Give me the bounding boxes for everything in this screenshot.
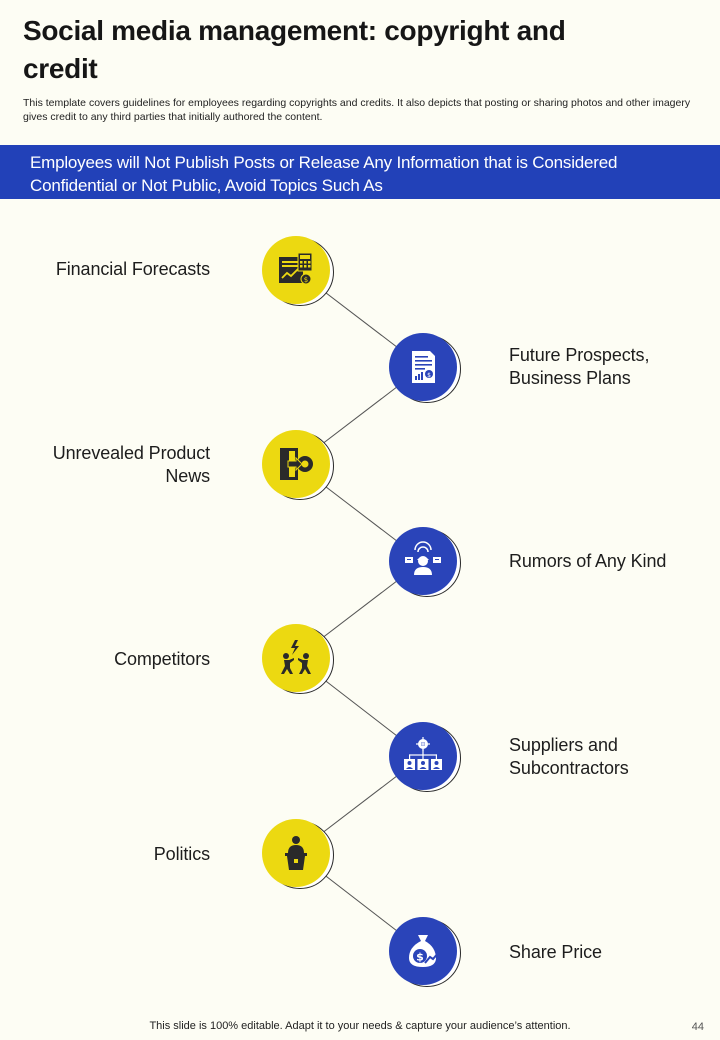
suppliers-label: Suppliers and Subcontractors: [509, 735, 629, 778]
share-price-node: $: [389, 917, 461, 989]
calculator-chart-icon: $: [279, 252, 313, 285]
intro-text: This template covers guidelines for empl…: [23, 97, 691, 123]
unrevealed-product-news-label: Unrevealed Product News: [52, 443, 210, 486]
worker-speech-icon: [405, 541, 441, 575]
rumors-label: Rumors of Any Kind: [509, 551, 667, 571]
svg-text:$: $: [427, 372, 431, 379]
financial-report-icon: $: [412, 351, 435, 383]
footer-note: This slide is 100% editable. Adapt it to…: [149, 1020, 571, 1032]
page-title: Social media management: copyright and c…: [23, 15, 566, 84]
door-exit-gear-icon: [280, 448, 313, 480]
financial-forecasts-label: Financial Forecasts: [55, 259, 210, 279]
money-bag-icon: $: [409, 935, 440, 967]
unrevealed-product-news-node: [262, 430, 334, 502]
page-number: 44: [691, 1021, 704, 1033]
future-prospects-label: Future Prospects, Business Plans: [509, 345, 650, 388]
suppliers-node: [389, 722, 461, 794]
competitors-node: [262, 624, 334, 696]
rumors-node: [389, 527, 461, 599]
competitors-label: Competitors: [114, 649, 210, 669]
financial-forecasts-node: $: [262, 236, 334, 308]
people-fighting-icon: [281, 640, 311, 674]
speaker-podium-icon: [285, 836, 307, 870]
org-chart-gear-icon: [404, 737, 442, 770]
future-prospects-node: $: [389, 333, 461, 405]
share-price-label: Share Price: [509, 942, 602, 962]
politics-label: Politics: [153, 844, 210, 864]
politics-node: [262, 819, 334, 891]
svg-text:$: $: [416, 951, 424, 964]
topic-banner: Employees will Not Publish Posts or Rele…: [0, 145, 720, 199]
svg-text:$: $: [304, 276, 308, 284]
